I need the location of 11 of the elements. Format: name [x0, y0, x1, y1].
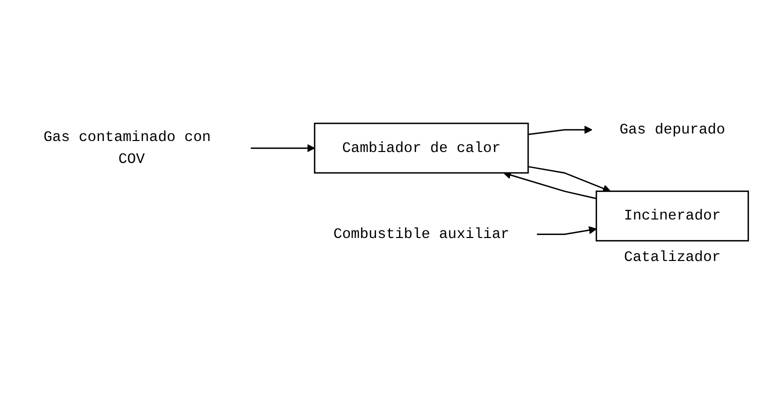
arrow — [536, 226, 597, 235]
node-text: Gas contaminado con COV — [44, 128, 211, 167]
arrow — [528, 165, 611, 192]
node-text: Combustible auxiliar — [333, 226, 510, 242]
arrow — [528, 125, 592, 135]
arrow — [503, 170, 597, 199]
caption-text: Catalizador — [624, 249, 721, 266]
arrow — [250, 144, 315, 152]
node-box: Cambiador de calor — [314, 122, 529, 174]
node-box: Incinerador — [596, 190, 749, 241]
node-text: Gas depurado — [619, 121, 726, 138]
